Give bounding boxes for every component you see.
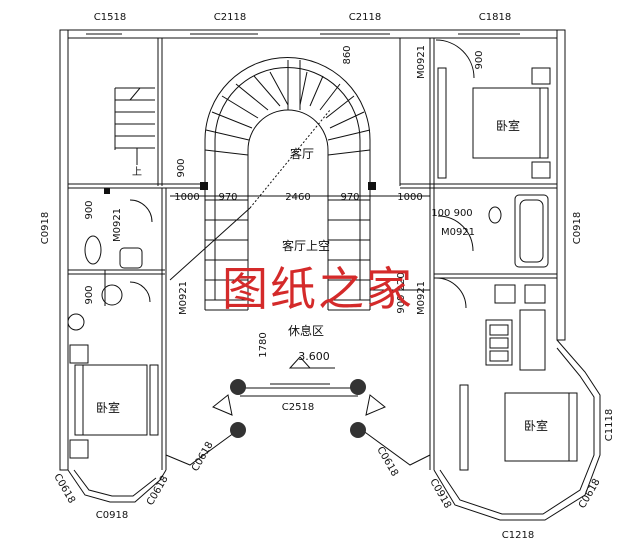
window-label: C0918	[572, 212, 583, 244]
dimension-label: 970	[218, 192, 237, 203]
window-label: C1518	[94, 12, 126, 23]
dimension-label: 900	[84, 200, 95, 219]
stair-up-label: 上	[132, 166, 142, 178]
room-label-void: 客厅上空	[282, 238, 330, 253]
dimension-label: 1000	[397, 192, 422, 203]
door-label: M0921	[441, 227, 475, 238]
dimension-label: 900	[176, 158, 187, 177]
dimension-label: 1000	[174, 192, 199, 203]
bed-sw	[74, 364, 148, 436]
window-label: C1118	[604, 409, 615, 441]
bathtub	[514, 194, 549, 268]
window-label: C0618	[145, 474, 171, 508]
door-label: M0921	[416, 45, 427, 79]
room-label-lounge: 休息区	[288, 323, 324, 338]
dimension-label: 100 900	[431, 208, 472, 219]
window-label: C2118	[214, 12, 246, 23]
window-label: C0918	[96, 510, 128, 521]
window-label: C0918	[40, 212, 51, 244]
dimension-label: 1780	[258, 332, 269, 357]
window-label: C0618	[190, 440, 216, 474]
room-label-bedroom-se: 卧室	[524, 418, 548, 433]
window-label: C2118	[349, 12, 381, 23]
left-wall	[59, 29, 69, 471]
dimension-label: 900	[84, 285, 95, 304]
column	[350, 422, 366, 438]
column	[230, 379, 246, 395]
window-label: C0618	[577, 477, 603, 511]
door-label: M0921	[178, 281, 189, 315]
dimension-label: 900	[474, 50, 485, 69]
door-label: M0921	[416, 281, 427, 315]
room-label-bedroom-ne: 卧室	[496, 118, 520, 133]
window-label: C0918	[427, 477, 453, 511]
room-label-living: 客厅	[290, 146, 314, 161]
column	[230, 422, 246, 438]
window-label: C0618	[374, 445, 400, 479]
column	[350, 379, 366, 395]
elevation-label: 3.600	[298, 350, 330, 363]
dimension-label: 2460	[285, 192, 310, 203]
room-label-bedroom-sw: 卧室	[96, 400, 120, 415]
window-label: C2518	[282, 402, 314, 413]
right-wall	[556, 29, 566, 341]
window-label: C1818	[479, 12, 511, 23]
window-label: C1218	[502, 530, 534, 541]
dimension-label: 970	[340, 192, 359, 203]
watermark: 图纸之家	[222, 262, 414, 316]
dimension-label: 860	[342, 45, 353, 64]
door-label: M0921	[112, 208, 123, 242]
dimension-label: 900 220	[396, 272, 407, 313]
